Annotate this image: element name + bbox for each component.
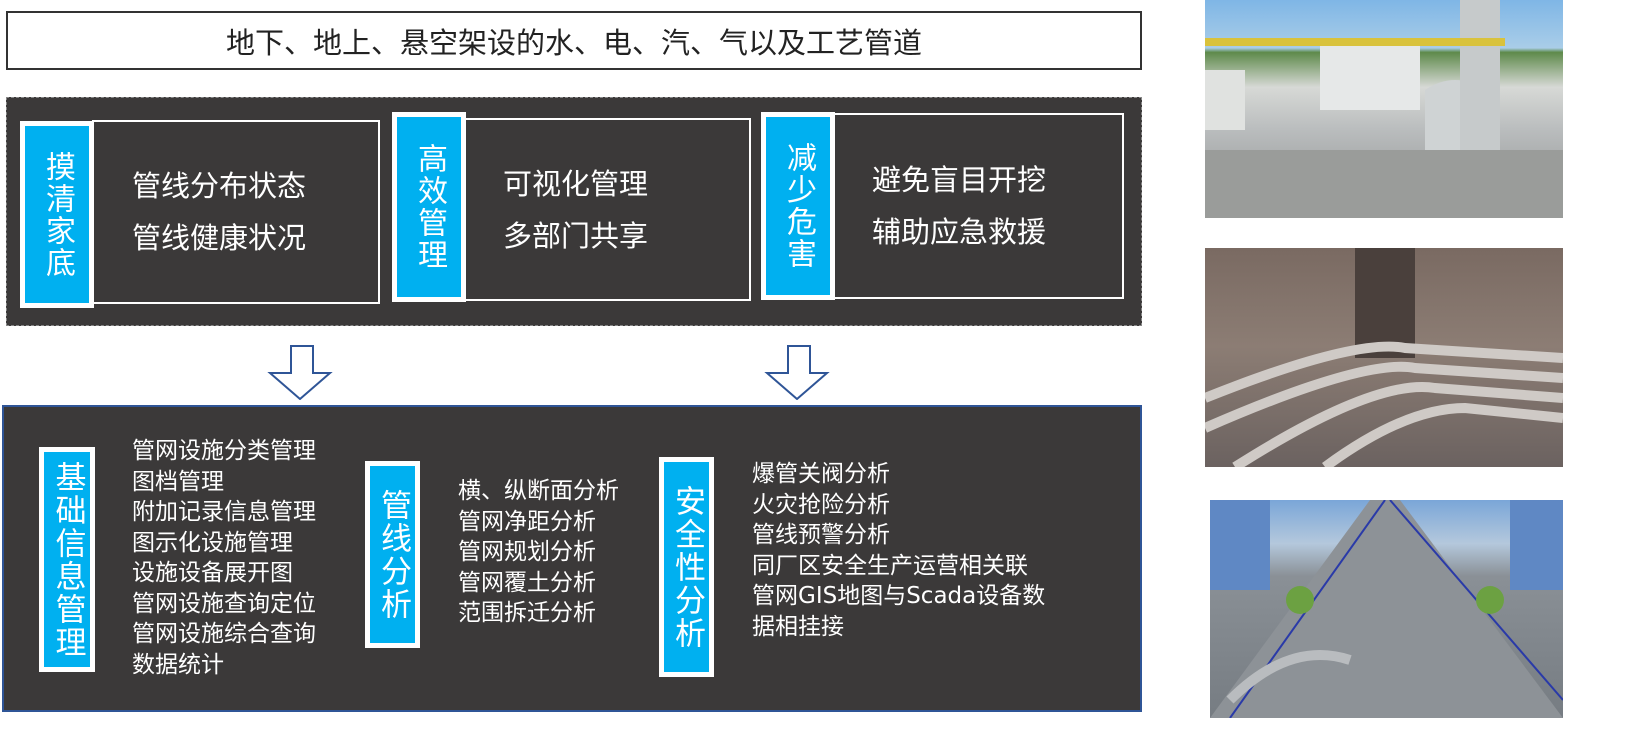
function-item: 管网设施分类管理 xyxy=(132,438,316,464)
goal-item: 多部门共享 xyxy=(503,218,649,253)
goal-item: 可视化管理 xyxy=(503,166,649,201)
function-item: 图档管理 xyxy=(132,468,224,495)
function-item: 附加记录信息管理 xyxy=(132,499,316,525)
goal-label-3: 减少危害 xyxy=(761,112,835,300)
down-arrow-icon xyxy=(764,345,830,400)
function-item: 管网净距分析 xyxy=(458,508,596,535)
goal-card-2: 可视化管理 多部门共享 xyxy=(463,118,751,301)
function-item: 同厂区安全生产运营相关联 xyxy=(752,552,1028,579)
function-list-3: 爆管关阀分析 火灾抢险分析 管线预警分析 同厂区安全生产运营相关联 管网GIS地… xyxy=(752,459,1045,642)
function-label-3: 安全性分析 xyxy=(659,457,714,677)
goal-item: 管线分布状态 xyxy=(132,169,307,203)
functions-panel xyxy=(2,405,1142,712)
function-item: 管网覆土分析 xyxy=(458,569,596,596)
down-arrow-icon xyxy=(267,345,333,400)
function-label-2: 管线分析 xyxy=(365,461,420,648)
function-item: 爆管关阀分析 xyxy=(752,461,890,487)
page-title: 地下、地上、悬空架设的水、电、汽、气以及工艺管道 xyxy=(6,11,1142,70)
function-item: 管线预警分析 xyxy=(752,522,890,548)
goal-item: 避免盲目开挖 xyxy=(872,163,1047,197)
function-item: 管网设施综合查询 xyxy=(132,621,316,647)
goal-item: 辅助应急救援 xyxy=(872,215,1047,249)
function-item: 设施设备展开图 xyxy=(132,560,293,586)
function-item: 管网规划分析 xyxy=(458,539,596,565)
goals-panel xyxy=(6,97,1142,326)
function-item: 数据统计 xyxy=(132,651,224,678)
function-list-2: 横、纵断面分析 管网净距分析 管网规划分析 管网覆土分析 范围拆迁分析 xyxy=(458,476,619,629)
goal-item: 管线健康状况 xyxy=(132,221,307,255)
function-item: 管网设施查询定位 xyxy=(132,590,316,617)
photo-3d-pipeline-model xyxy=(1210,500,1563,718)
function-item: 火灾抢险分析 xyxy=(752,491,890,518)
goal-label-2: 高效管理 xyxy=(392,112,466,302)
function-item: 范围拆迁分析 xyxy=(458,600,596,626)
function-item: 横、纵断面分析 xyxy=(458,478,619,504)
function-item: 据相挂接 xyxy=(752,613,844,640)
function-label-1: 基础信息管理 xyxy=(39,447,95,672)
function-item: 管网GIS地图与Scada设备数 xyxy=(752,583,1046,609)
function-item: 图示化设施管理 xyxy=(132,529,293,556)
goal-card-1: 管线分布状态 管线健康状况 xyxy=(92,120,380,304)
photo-indoor-pipes xyxy=(1205,248,1563,467)
photo-outdoor-pipeline-station xyxy=(1205,0,1563,218)
goal-label-1: 摸清家底 xyxy=(20,121,94,308)
goal-card-3: 避免盲目开挖 辅助应急救援 xyxy=(832,113,1124,299)
function-list-1: 管网设施分类管理 图档管理 附加记录信息管理 图示化设施管理 设施设备展开图 管… xyxy=(132,436,316,680)
